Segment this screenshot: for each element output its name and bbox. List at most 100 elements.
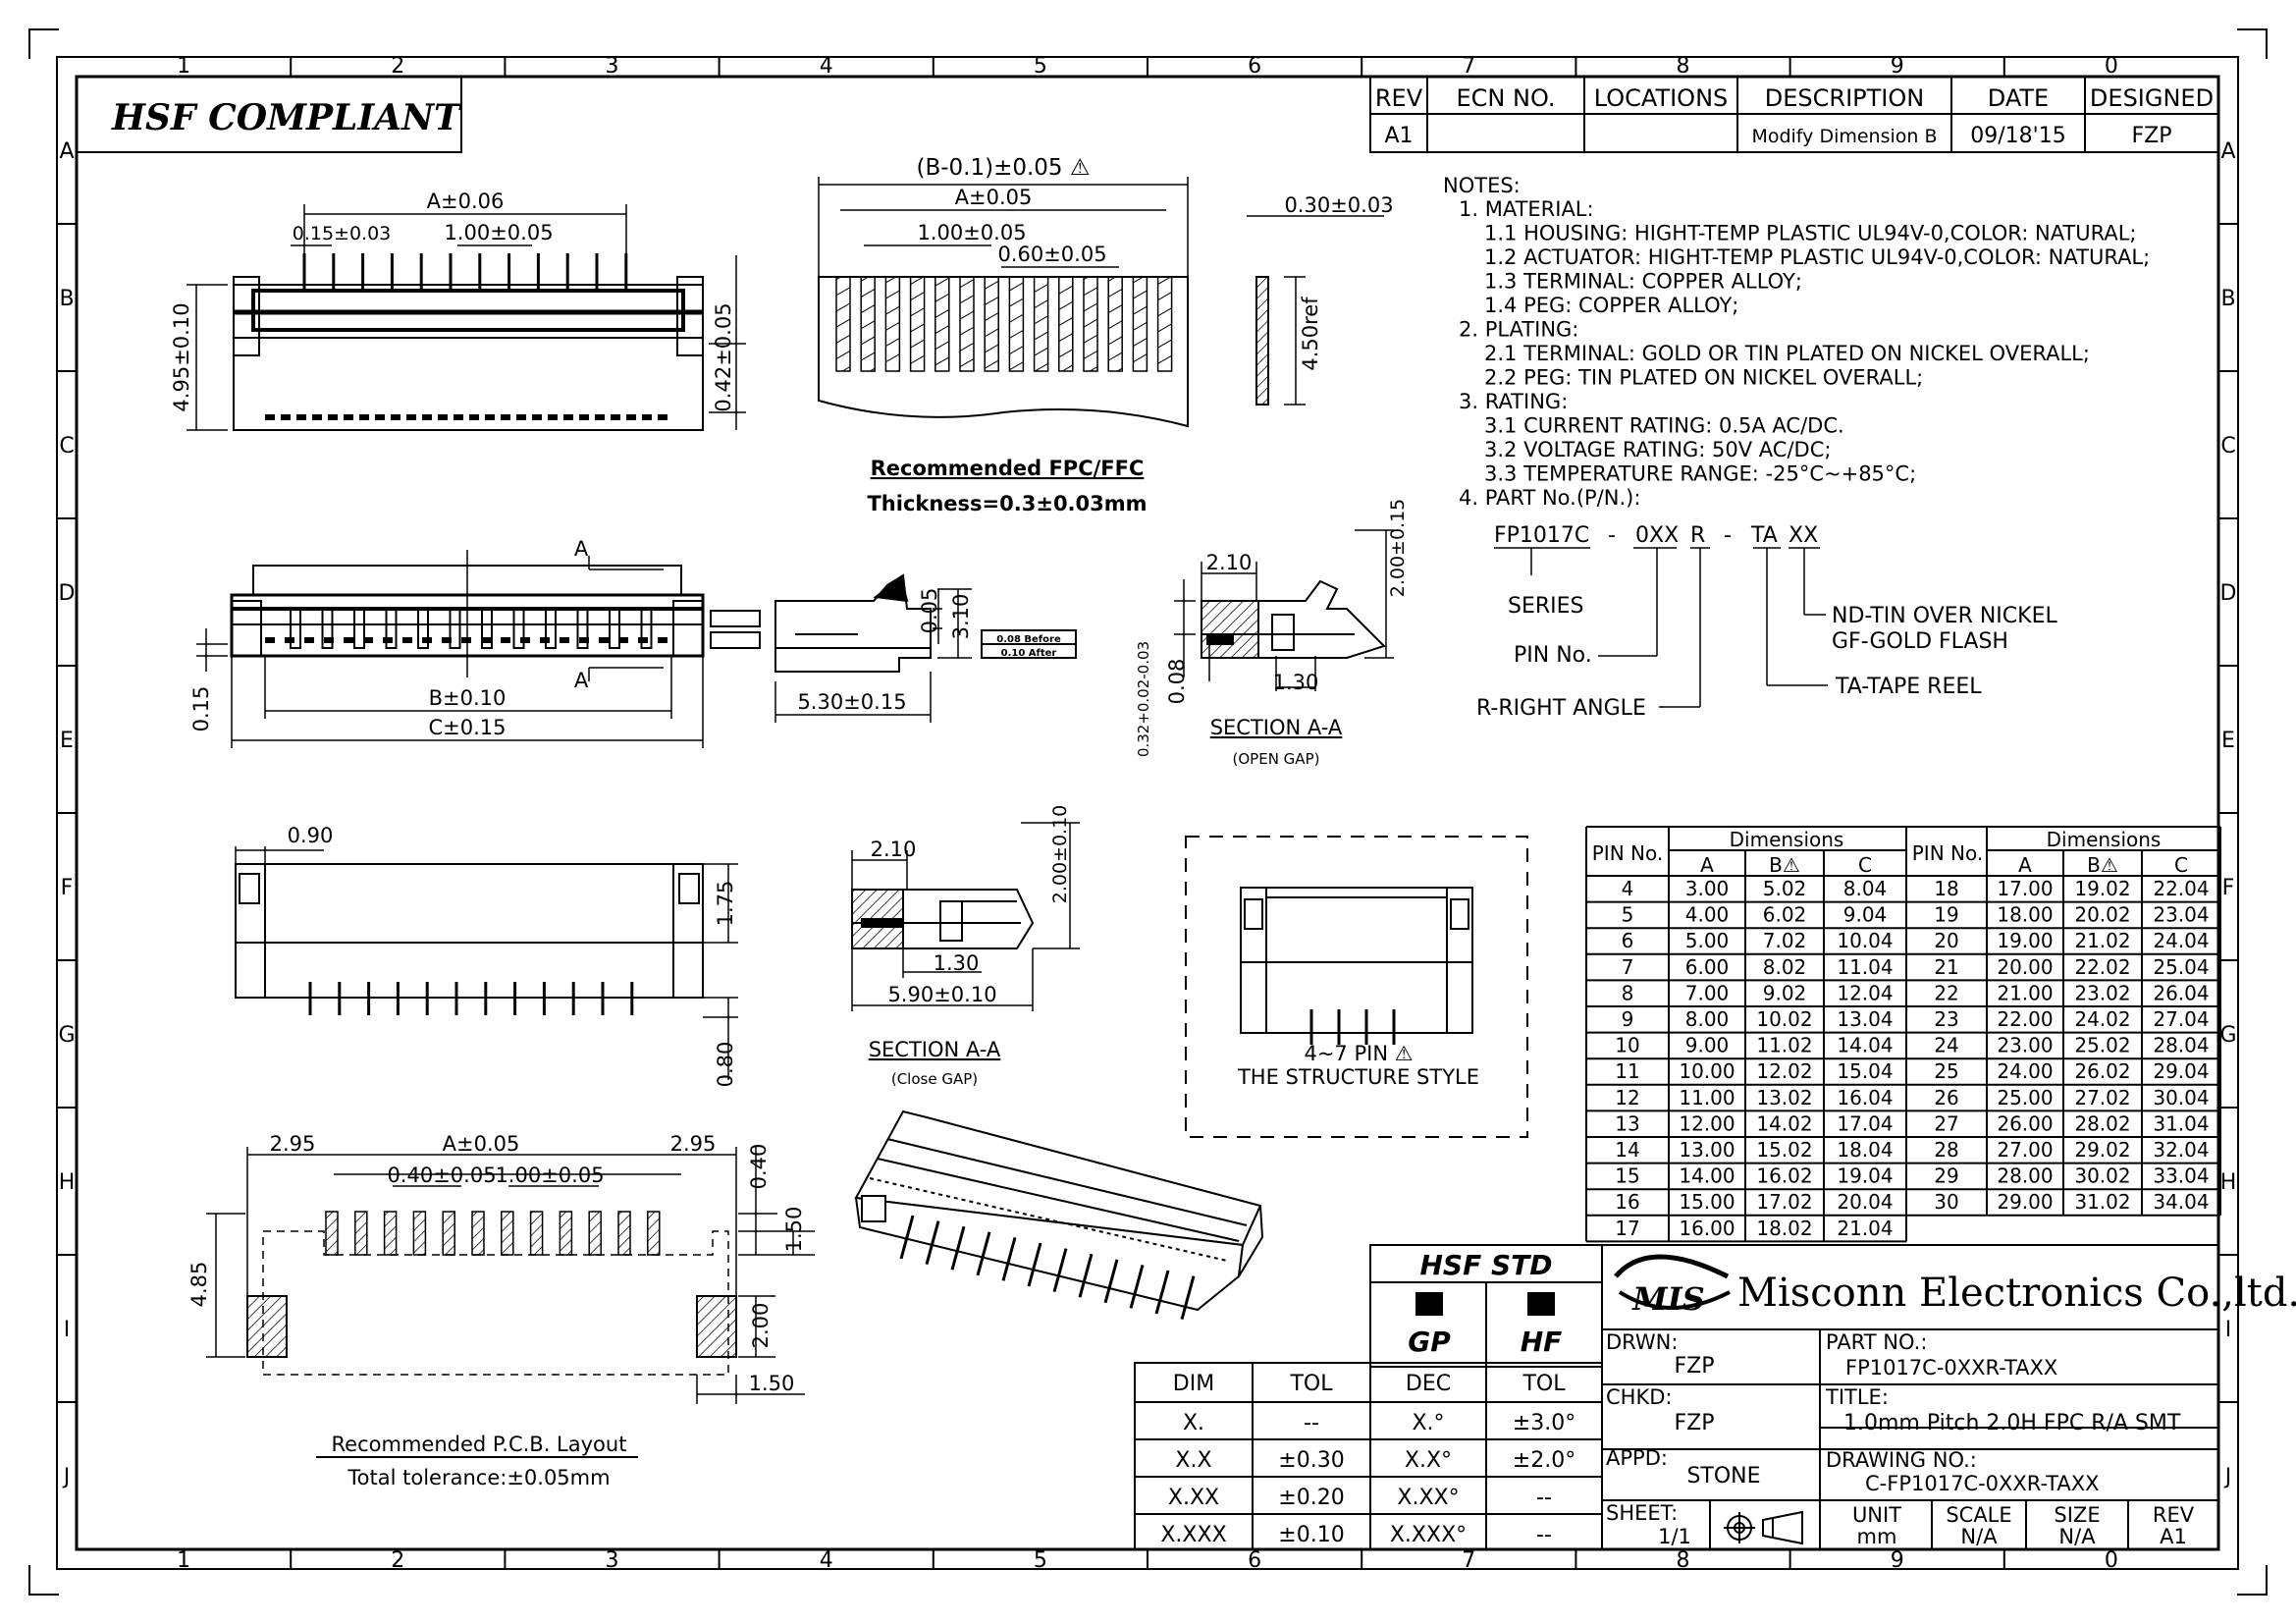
table-cell: 4	[1622, 877, 1634, 900]
notes-line: 3. RATING:	[1459, 390, 1568, 413]
grid-col-top: 3	[606, 54, 619, 79]
size-value: N/A	[2058, 1525, 2096, 1548]
tol-cell: ±3.0°	[1513, 1411, 1575, 1435]
scale-value: N/A	[1960, 1525, 1998, 1548]
tol-cell: --	[1536, 1523, 1552, 1547]
table-cell: 16	[1615, 1190, 1639, 1214]
dim-subheader: A	[1700, 853, 1714, 877]
notes-line: 4. PART No.(P/N.):	[1459, 486, 1640, 510]
table-cell: 26	[1934, 1086, 1958, 1110]
table-cell: 22.02	[2074, 955, 2130, 979]
pcb-layout	[206, 1147, 815, 1458]
grid-row-left: I	[64, 1318, 71, 1342]
notes-line: 3.1 CURRENT RATING: 0.5A AC/DC.	[1484, 414, 1844, 438]
pin-no-header-right: PIN No.	[1912, 841, 1983, 865]
pn-plating-nd: ND-TIN OVER NICKEL	[1832, 604, 2057, 628]
tol-header: TOL	[1289, 1372, 1333, 1396]
dim-secb-210: 2.10	[871, 838, 917, 861]
dim-fpc-a: A±0.05	[955, 186, 1033, 209]
fpc-contact	[860, 276, 876, 372]
table-cell: 21.04	[1837, 1217, 1893, 1240]
pn-pin-label: PIN No.	[1514, 643, 1592, 668]
table-cell: 8.04	[1843, 877, 1888, 900]
rev-header-ecn: ECN NO.	[1456, 84, 1555, 112]
dim-pcb-pad-width: 0.40±0.05	[387, 1164, 496, 1187]
table-cell: 4.00	[1685, 903, 1730, 927]
table-cell: 14.04	[1837, 1034, 1893, 1057]
pn-plating-gf: GF-GOLD FLASH	[1832, 629, 2008, 654]
top-view-pins	[302, 253, 628, 293]
grid-col-top: 1	[177, 54, 190, 79]
table-cell: 21.00	[1997, 981, 2053, 1004]
rev-row-date: 09/18'15	[1970, 124, 2065, 148]
pcb-pad	[442, 1211, 455, 1256]
table-cell: 31.04	[2153, 1111, 2209, 1135]
table-cell: 12	[1615, 1086, 1639, 1110]
fpc-contact	[1033, 276, 1049, 372]
pn-dash-1: -	[1608, 523, 1616, 548]
notes-line: 1.4 PEG: COPPER ALLOY;	[1484, 294, 1738, 317]
grid-row-right: I	[2225, 1318, 2232, 1342]
table-cell: 19.00	[1997, 929, 2053, 952]
table-cell: 20.00	[1997, 955, 2053, 979]
dim-pcb-200: 2.00	[749, 1303, 773, 1349]
table-cell: 14.02	[1756, 1111, 1812, 1135]
tol-cell: --	[1536, 1486, 1552, 1510]
grid-row-left: F	[61, 876, 74, 900]
rev-header-designed: DESIGNED	[2090, 84, 2214, 112]
table-cell: 27.02	[2074, 1086, 2130, 1110]
table-cell: 7.00	[1685, 981, 1730, 1004]
dim-subheader: A	[2018, 853, 2032, 877]
pn-pin-code: 0XX	[1635, 523, 1679, 548]
table-cell: 23.02	[2074, 981, 2130, 1004]
logo-text: MIS	[1631, 1280, 1705, 1318]
fpc-view	[818, 177, 1384, 428]
table-cell: 15.04	[1837, 1059, 1893, 1083]
dim-front-015: 0.15	[189, 686, 213, 732]
pin	[449, 608, 461, 649]
table-cell: 9	[1622, 1007, 1634, 1031]
sheet-label: SHEET:	[1606, 1501, 1678, 1525]
notes-line: 3.2 VOLTAGE RATING: 50V AC/DC;	[1484, 438, 1831, 461]
hf-mark	[1527, 1292, 1555, 1316]
dim-side-gap-before: 0.08 Before	[996, 634, 1061, 645]
grid-row-right: B	[2220, 287, 2235, 311]
table-cell: 19.02	[2074, 877, 2130, 900]
tol-cell: X.XX°	[1397, 1486, 1459, 1510]
table-cell: 14	[1615, 1138, 1639, 1162]
table-cell: 17	[1615, 1217, 1639, 1240]
rev-row-description: Modify Dimension B	[1751, 126, 1937, 147]
table-cell: 25.02	[2074, 1034, 2130, 1057]
table-cell: 30.02	[2074, 1164, 2130, 1188]
table-cell: 27	[1934, 1111, 1958, 1135]
table-cell: 15.02	[1756, 1138, 1812, 1162]
top-view-dims	[187, 204, 746, 431]
dim-fpc-thickness: 0.30±0.03	[1284, 193, 1393, 217]
table-cell: 16.04	[1837, 1086, 1893, 1110]
pn-series-label: SERIES	[1508, 594, 1584, 619]
gp-mark	[1415, 1292, 1443, 1316]
chkd-value: FZP	[1675, 1411, 1715, 1435]
table-cell: 25	[1934, 1059, 1958, 1083]
fpc-contact	[1132, 276, 1148, 372]
grid-ticks	[57, 57, 2238, 1569]
isometric-pins	[899, 1215, 1196, 1320]
table-cell: 19	[1934, 903, 1958, 927]
table-cell: 10.00	[1679, 1059, 1735, 1083]
pin	[385, 608, 398, 649]
pcb-recommended-title: Recommended P.C.B. Layout	[332, 1433, 627, 1456]
unit-label: UNIT	[1852, 1503, 1901, 1527]
table-cell: 23.04	[2153, 903, 2209, 927]
table-cell: 18.04	[1837, 1138, 1893, 1162]
dim-side-005: 0.05	[918, 588, 941, 634]
grid-row-right: E	[2221, 729, 2235, 753]
title-value: 1.0mm Pitch 2.0H FPC R/A SMT	[1843, 1411, 2181, 1435]
fpc-contact	[909, 276, 926, 372]
grid-row-left: H	[59, 1170, 76, 1195]
table-cell: 31.02	[2074, 1190, 2130, 1214]
pin	[576, 608, 589, 649]
structure-style-label: THE STRUCTURE STYLE	[1237, 1065, 1479, 1089]
fpc-recommended: Recommended FPC/FFC	[871, 457, 1145, 480]
